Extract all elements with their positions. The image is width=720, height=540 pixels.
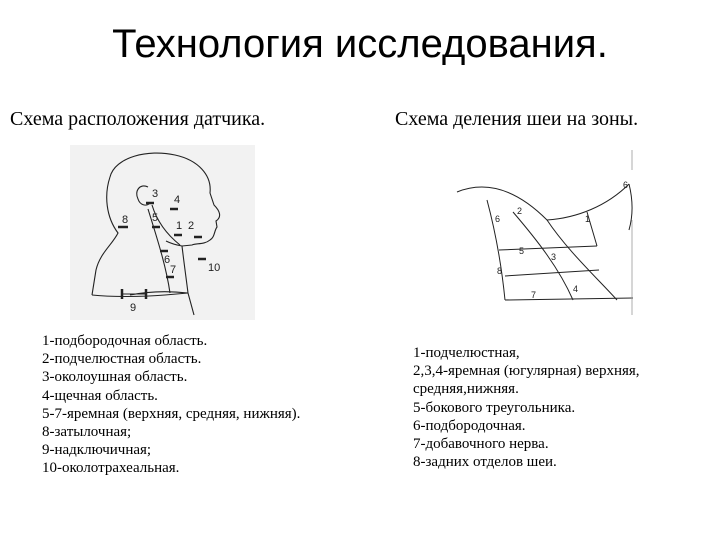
neck-back-outline [91, 176, 119, 296]
head-outline [109, 152, 221, 247]
jaw-outline [456, 183, 630, 221]
legend-item: 5-бокового треугольника. [413, 399, 576, 416]
zone-label-4: 4 [573, 284, 578, 294]
legend-item: 8-затылочная; [42, 424, 132, 441]
neck-zones-subtitle: Схема деления шеи на зоны. [395, 108, 639, 130]
zone-label-3: 3 [551, 252, 556, 262]
neck-front-outline [181, 245, 195, 316]
chin-outline [628, 183, 633, 231]
zone-divider-5 [586, 211, 598, 247]
legend-item: 4-щечная область. [42, 387, 158, 404]
zone-divider-1 [498, 245, 598, 251]
legend-item: 8-задних отделов шеи. [413, 454, 557, 471]
shoulder-outline [91, 292, 189, 298]
zone-label-1: 1 [585, 214, 590, 224]
label-8: 8 [122, 214, 128, 226]
legend-item: 5-7-яремная (верхняя, средняя, нижняя). [42, 405, 301, 422]
zone-divider-3 [512, 211, 574, 301]
zone-divider-2 [504, 269, 600, 277]
legend-item: 2,3,4-яремная (югулярная) верхняя, [413, 363, 640, 380]
ear-outline [136, 185, 151, 206]
clavicle-line [504, 297, 634, 301]
legend-item: 9-надключичная; [42, 442, 152, 459]
slide-title: Технология исследования. [112, 22, 608, 66]
zone-label-8: 8 [497, 266, 502, 276]
label-10: 10 [208, 262, 220, 274]
label-3: 3 [152, 188, 158, 200]
legend-item: 7-добавочного нерва. [413, 436, 549, 453]
legend-item: 1-подбородочная область. [42, 333, 208, 349]
zone-label-6b: 6 [495, 214, 500, 224]
label-4: 4 [174, 194, 180, 206]
legend-item: 1-подчелюстная, [413, 345, 520, 361]
label-7: 7 [170, 264, 176, 276]
legend-item: 3-околоушная область. [42, 369, 188, 386]
zone-divider-4 [546, 219, 618, 301]
sensor-placement-diagram: 3 4 5 8 1 2 6 7 10 9 [70, 145, 255, 320]
neck-zones-diagram: 6 6 2 1 3 5 4 7 8 [447, 150, 637, 320]
legend-item: 2-подчелюстная область. [42, 351, 202, 368]
zone-label-2: 2 [517, 206, 522, 216]
legend-item: средняя,нижняя. [413, 381, 519, 398]
legend-item: 6-подбородочная. [413, 417, 526, 434]
sensor-scheme-subtitle: Схема расположения датчика. [10, 108, 266, 130]
label-5: 5 [152, 212, 158, 224]
zones-legend: 1-подчелюстная, 2,3,4-яремная (югулярная… [413, 344, 640, 471]
label-1: 1 [176, 220, 182, 232]
zone-label-5: 5 [519, 246, 524, 256]
legend-item: 10-околотрахеальная. [42, 460, 180, 477]
neck-back-outline [486, 199, 506, 301]
label-2: 2 [188, 220, 194, 232]
jaw-line [151, 204, 181, 246]
label-6: 6 [164, 254, 170, 266]
sensor-legend: 1-подбородочная область. 2-подчелюстная … [42, 332, 300, 478]
zone-label-7: 7 [531, 290, 536, 300]
zone-label-6: 6 [623, 180, 628, 190]
label-9: 9 [130, 302, 136, 314]
